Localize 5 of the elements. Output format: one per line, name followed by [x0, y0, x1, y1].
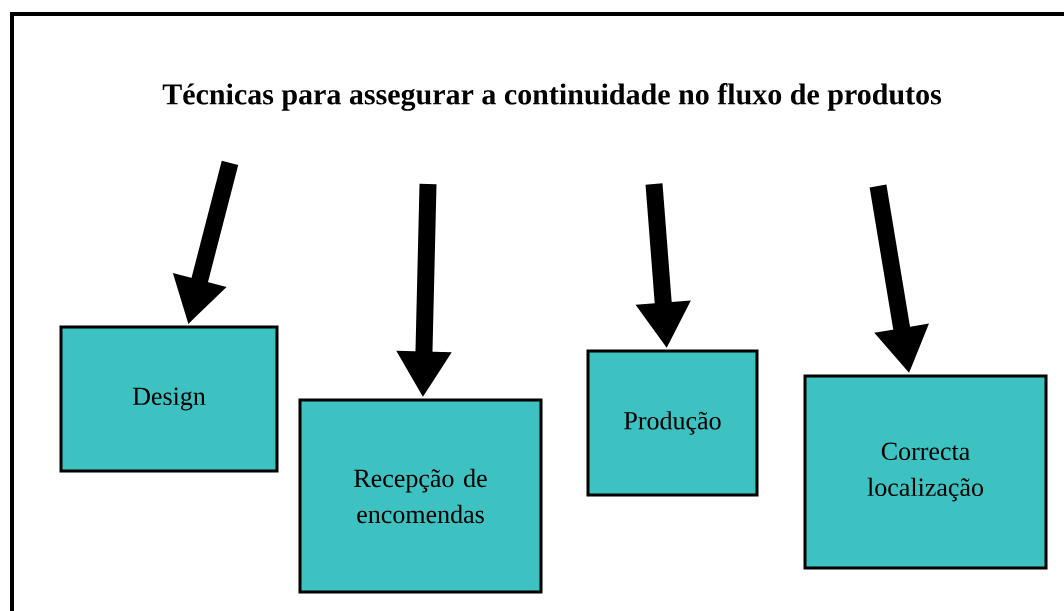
- process-box: Correcta localização: [803, 374, 1048, 570]
- title: Técnicas para assegurar a continuidade no fluxo de produtos: [162, 83, 942, 111]
- process-box: Recepção de encomendas: [298, 398, 543, 594]
- process-box: Produção: [586, 349, 759, 497]
- process-box: Design: [59, 325, 279, 473]
